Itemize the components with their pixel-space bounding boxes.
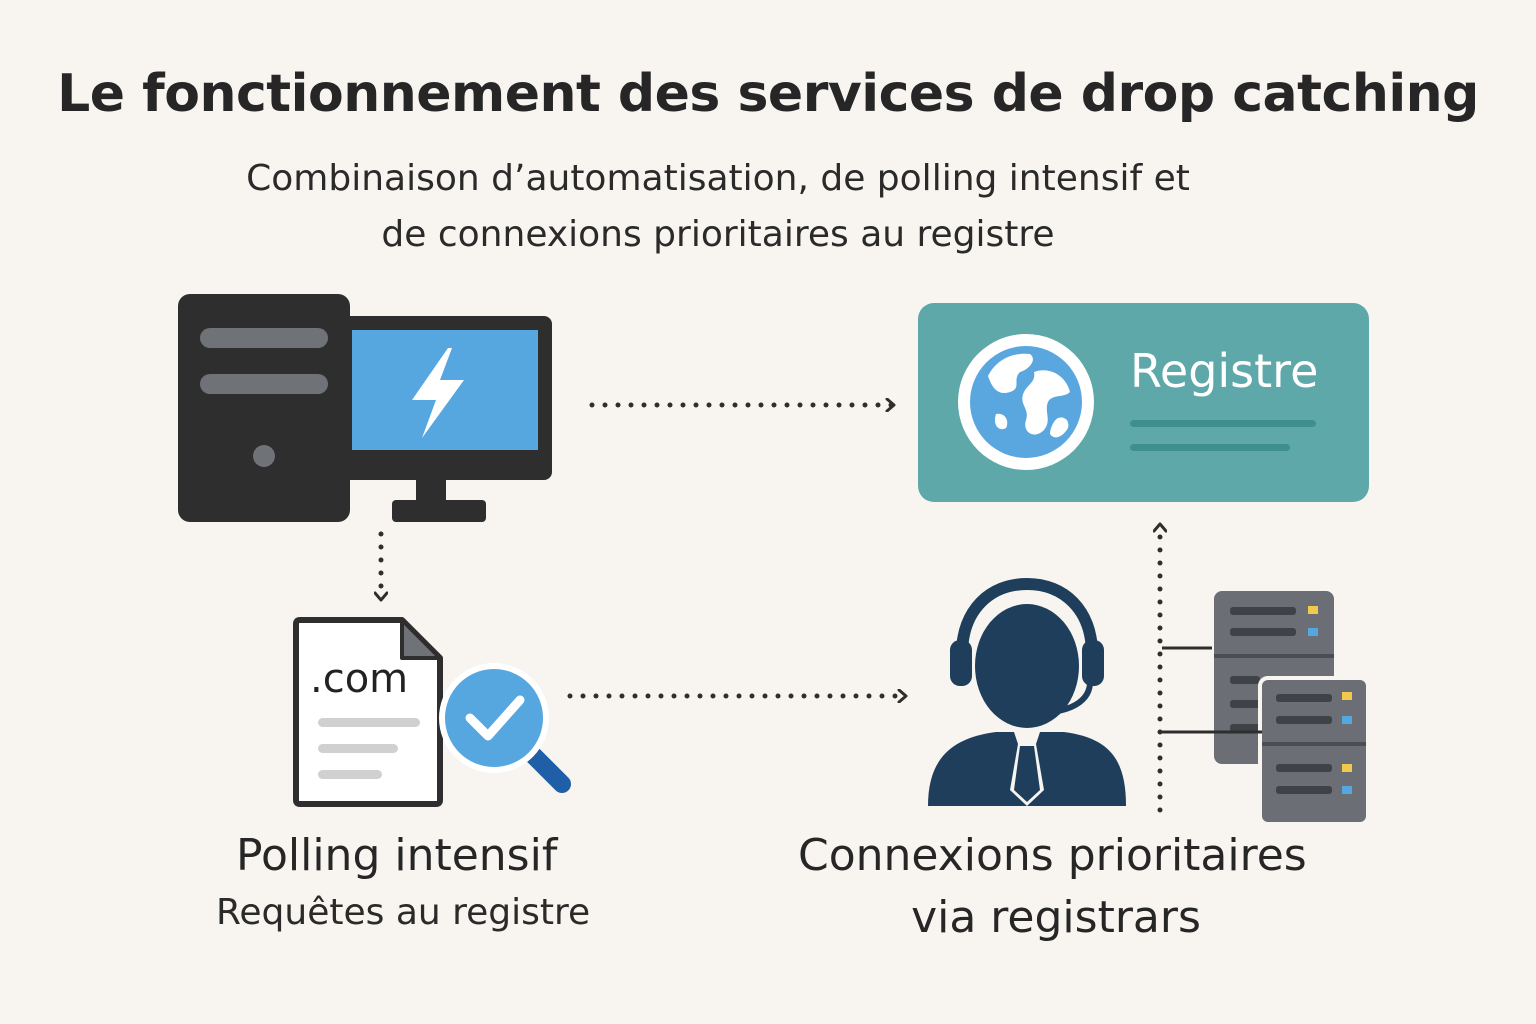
computer-icon xyxy=(178,294,552,522)
lightning-icon xyxy=(412,348,464,438)
document-domain-label: .com xyxy=(310,656,409,702)
polling-subtitle: Requêtes au registre xyxy=(216,892,591,933)
registry-card xyxy=(918,303,1369,502)
headset-agent-icon xyxy=(928,577,1126,806)
subtitle-line-1: Combinaison d’automatisation, de polling… xyxy=(246,158,1190,199)
connections-title-line-1: Connexions prioritaires xyxy=(798,830,1307,881)
page-title: Le fonctionnement des services de drop c… xyxy=(57,64,1479,124)
polling-title: Polling intensif xyxy=(236,830,558,881)
subtitle-line-2: de connexions prioritaires au registre xyxy=(381,214,1055,255)
server-stack-icon xyxy=(1162,591,1370,826)
globe-icon xyxy=(958,334,1094,470)
registry-label: Registre xyxy=(1130,344,1319,398)
connections-title-line-2: via registrars xyxy=(911,892,1201,943)
document-icon xyxy=(293,617,443,807)
magnifier-check-icon xyxy=(439,663,571,793)
